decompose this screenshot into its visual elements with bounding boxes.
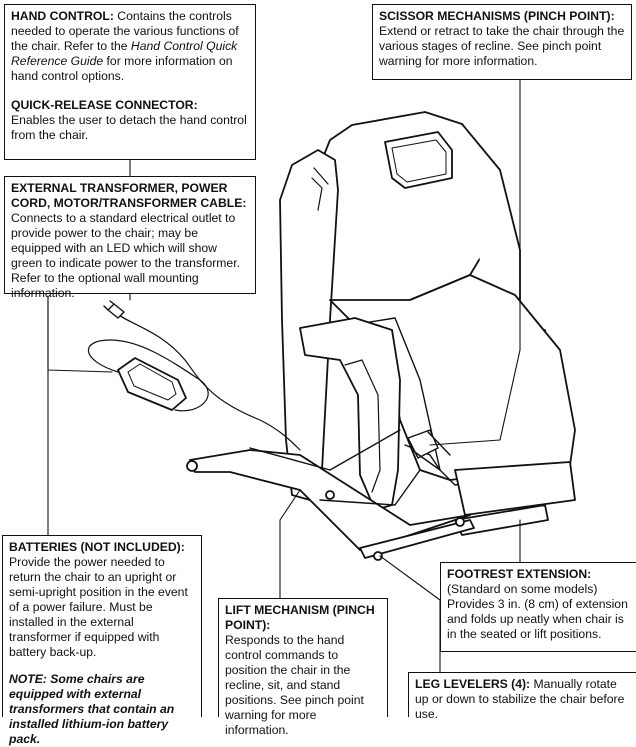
- batteries-note: NOTE: Some chairs are equipped with exte…: [9, 672, 175, 746]
- lift-mechanism-callout: LIFT MECHANISM (PINCH POINT): Responds t…: [218, 598, 388, 737]
- quick-release-text: Enables the user to detach the hand cont…: [11, 113, 247, 142]
- hand-control-guide-title: Hand Control Quick Reference Guide: [11, 39, 238, 68]
- leg-levelers-text: Manually rotate up or down to stabilize …: [415, 677, 625, 721]
- quick-release-title: QUICK-RELEASE CONNECTOR:: [11, 98, 198, 112]
- leg-leveler-4: [455, 517, 465, 527]
- hand-control-cord-loop: [87, 339, 209, 412]
- power-plug: [103, 300, 125, 319]
- footrest-title: FOOTREST EXTENSION:: [447, 567, 592, 581]
- headrest-pocket-inner: [391, 139, 447, 183]
- leader-transformer: [47, 295, 113, 373]
- leader-leg-levelers: [379, 555, 441, 673]
- footrest-callout: FOOTREST EXTENSION: (Standard on some mo…: [440, 562, 636, 652]
- hand-control-text-1: Contains the controls needed to operate …: [11, 9, 239, 53]
- footrest-text: (Standard on some models) Provides 3 in.…: [447, 582, 628, 641]
- transformer-callout: EXTERNAL TRANSFORMER, POWER CORD, MOTOR/…: [4, 176, 256, 300]
- transformer-title: EXTERNAL TRANSFORMER, POWER CORD, MOTOR/…: [11, 181, 247, 210]
- lift-title: LIFT MECHANISM (PINCH POINT):: [225, 603, 375, 632]
- hand-control-panel: [127, 363, 177, 401]
- lift-chair-illustration: [47, 79, 576, 673]
- leg-levelers-description: LEG LEVELERS (4): Manually rotate up or …: [415, 677, 630, 722]
- hand-control-description: HAND CONTROL: Contains the controls need…: [11, 9, 249, 84]
- scissor-callout: SCISSOR MECHANISMS (PINCH POINT): Extend…: [372, 4, 632, 80]
- hand-control-title: HAND CONTROL:: [11, 9, 114, 23]
- batteries-title: BATTERIES (NOT INCLUDED):: [9, 540, 185, 554]
- scissor-text: Extend or retract to take the chair thro…: [379, 24, 625, 68]
- base-bar: [359, 519, 475, 559]
- front-arm-panel: [344, 359, 381, 493]
- leader-lift: [279, 489, 301, 599]
- hand-control-text-2: for more information on hand control opt…: [11, 54, 233, 83]
- scissor-title: SCISSOR MECHANISMS (PINCH POINT):: [379, 9, 615, 23]
- scissor-mechanism: [407, 429, 451, 471]
- left-arm-piping: [311, 167, 329, 211]
- footrest: [454, 461, 576, 516]
- batteries-text: Provide the power needed to return the c…: [9, 555, 188, 659]
- leg-leveler-3: [373, 551, 383, 561]
- leader-scissor: [429, 79, 521, 446]
- hand-control-callout: HAND CONTROL: Contains the controls need…: [4, 4, 256, 160]
- power-cord: [114, 311, 301, 451]
- lift-text: Responds to the hand control commands to…: [225, 633, 364, 737]
- leg-leveler-1: [186, 460, 198, 472]
- leg-leveler-2: [325, 490, 335, 500]
- leg-levelers-title: LEG LEVELERS (4):: [415, 677, 531, 691]
- leg-levelers-callout: LEG LEVELERS (4): Manually rotate up or …: [408, 672, 636, 721]
- batteries-callout: BATTERIES (NOT INCLUDED): Provide the po…: [2, 535, 202, 746]
- transformer-text: Connects to a standard electrical outlet…: [11, 211, 240, 300]
- hand-control: [117, 357, 187, 411]
